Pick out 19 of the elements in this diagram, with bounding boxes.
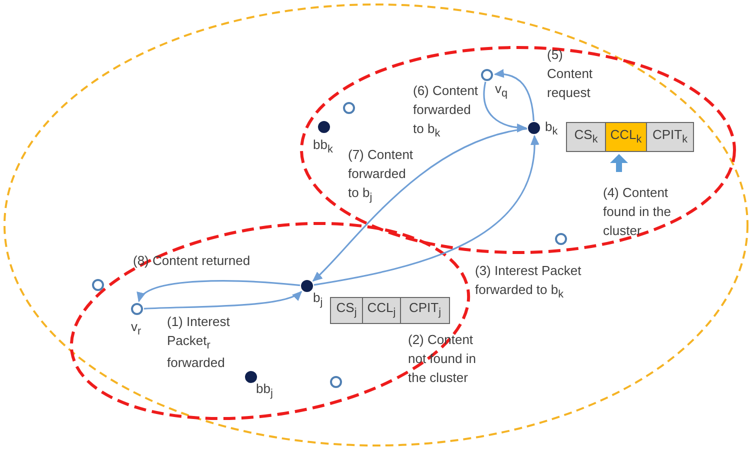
step-note: (4) Content found in the cluster bbox=[603, 184, 672, 240]
vehicle-node bbox=[555, 233, 567, 245]
arrow bbox=[494, 70, 534, 122]
node-label: b$_{k}$ bbox=[545, 118, 558, 140]
router-node bbox=[318, 121, 330, 133]
vehicle-node bbox=[481, 69, 493, 81]
edge-label: (3) Interest Packet forwarded to b$_{k}$ bbox=[475, 262, 582, 302]
router-node bbox=[528, 122, 540, 134]
edge-label: (7) Content forwarded to b$_{j}$ bbox=[348, 146, 414, 206]
node-label: bb$_{k}$ bbox=[313, 136, 333, 158]
edge-label: (5) Content request bbox=[547, 46, 594, 102]
table-cell: CPIT$_{k}$ bbox=[646, 122, 694, 152]
node-label: v$_{q}$ bbox=[495, 80, 508, 102]
arrow bbox=[483, 82, 528, 132]
edge-label: (6) Content forwarded to b$_{k}$ bbox=[413, 82, 479, 142]
table-cell: CCL$_{k}$ bbox=[605, 122, 647, 152]
table-cell: CS$_{k}$ bbox=[566, 122, 606, 152]
cluster-boundary bbox=[300, 46, 736, 254]
vehicle-node bbox=[343, 102, 355, 114]
